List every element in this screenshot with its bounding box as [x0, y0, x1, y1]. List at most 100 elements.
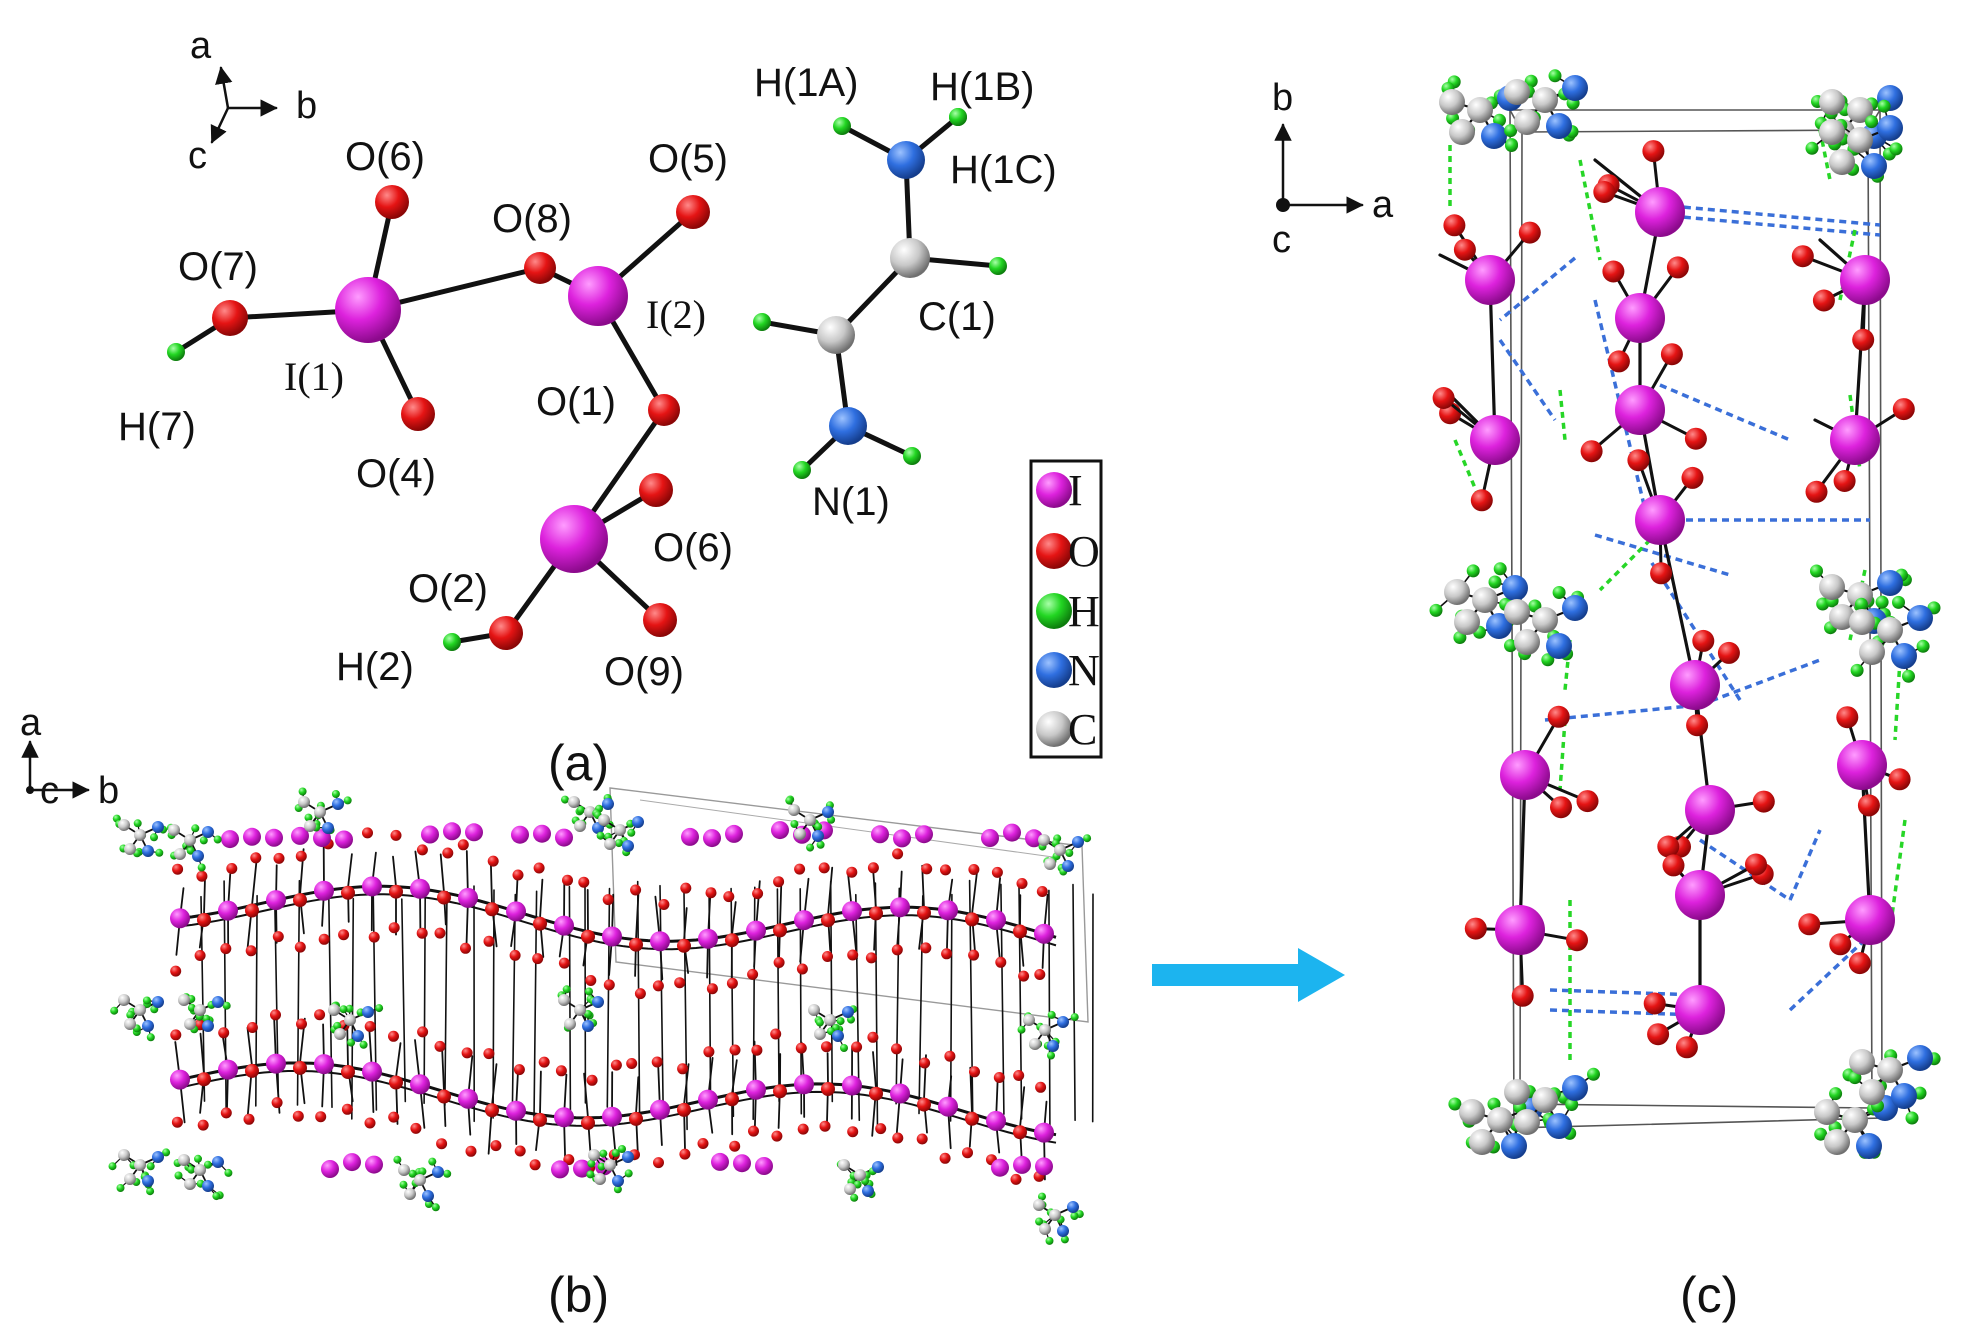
packing-atom [416, 927, 428, 939]
packing-atom [431, 1203, 440, 1212]
packing-atom [1072, 836, 1084, 848]
packing-atom [142, 845, 154, 857]
packing-atom [1877, 570, 1903, 596]
packing-atom [939, 1152, 951, 1164]
packing-atom [1486, 613, 1512, 639]
packing-atom [343, 796, 352, 805]
packing-atom [920, 942, 932, 954]
packing-atom [729, 1044, 741, 1056]
packing-atom [921, 863, 933, 875]
packing-atom [331, 790, 340, 798]
packing-atom [272, 931, 284, 943]
packing-atom [725, 824, 743, 843]
packing-atom [1488, 575, 1502, 589]
packing-atom [981, 829, 999, 847]
legend-nitrogen-label: N [1068, 646, 1100, 695]
packing-atom [1798, 913, 1821, 936]
atom-o7 [212, 300, 248, 336]
label-o9: O(9) [604, 650, 684, 694]
legend-item-iodine: I [1036, 466, 1083, 515]
packing-atom [1848, 952, 1871, 975]
packing-atom [1035, 1217, 1044, 1226]
packing-atom [611, 1149, 620, 1157]
packing-atom [622, 840, 634, 852]
packing-atom [328, 1004, 340, 1016]
packing-atom [815, 1018, 824, 1027]
packing-atom [795, 1042, 807, 1054]
packing-atom [1643, 992, 1666, 1015]
packing-atom [1017, 1025, 1026, 1034]
packing-atom [568, 796, 580, 808]
packing-atom [1449, 119, 1475, 145]
packing-atom [968, 949, 980, 961]
label-o6-low: O(6) [653, 526, 733, 570]
packing-atom [585, 987, 593, 996]
packing-atom [755, 1157, 773, 1175]
packing-atom [965, 1111, 979, 1126]
packing-atom [844, 1183, 856, 1195]
packing-atom [962, 1147, 973, 1159]
packing-atom [1518, 221, 1541, 244]
atom-o6-top [375, 185, 409, 219]
packing-atom [1532, 1087, 1558, 1113]
packing-atom [224, 1168, 233, 1177]
packing-atom [434, 927, 446, 939]
packing-atom [1670, 660, 1720, 710]
packing-atom [1907, 1045, 1933, 1071]
packing-atom [773, 876, 785, 888]
packing-atom [796, 963, 808, 975]
packing-atom [404, 1188, 416, 1200]
packing-atom [1902, 669, 1915, 683]
packing-atom [1465, 255, 1515, 305]
packing-atom [194, 1164, 206, 1176]
packing-atom [1466, 564, 1480, 578]
packing-atom [747, 968, 759, 980]
atom-h-n1a [793, 461, 811, 479]
packing-atom [851, 1041, 863, 1053]
panel-c-caption: (c) [1680, 1267, 1738, 1323]
packing-atom [587, 1159, 596, 1168]
packing-atom [770, 1028, 782, 1040]
packing-atom [840, 1044, 848, 1052]
legend-item-oxygen: O [1036, 527, 1100, 576]
packing-atom [1039, 1024, 1051, 1036]
packing-atom [871, 825, 889, 844]
packing-atom [564, 1018, 576, 1030]
panel-c-axis-b-label: b [1272, 77, 1293, 119]
packing-atom [561, 795, 569, 804]
packing-atom [362, 876, 382, 897]
packing-atom [436, 1138, 448, 1150]
packing-atom [842, 901, 862, 922]
packing-atom [869, 1086, 883, 1101]
packing-atom [334, 1028, 346, 1040]
packing-atom [1819, 574, 1845, 600]
packing-atom [890, 897, 910, 918]
packing-atom [339, 1005, 348, 1014]
packing-atom [1546, 1113, 1572, 1139]
packing-atom [1023, 1014, 1035, 1026]
packing-atom [1840, 255, 1890, 305]
packing-atom [653, 1157, 664, 1169]
packing-atom [650, 1099, 670, 1120]
packing-atom [847, 949, 859, 961]
label-h2: H(2) [336, 645, 414, 689]
packing-atom [1607, 350, 1630, 373]
packing-atom [1888, 768, 1911, 791]
packing-atom [677, 1063, 689, 1075]
packing-atom [1060, 1235, 1069, 1244]
atom-h2 [443, 633, 461, 651]
packing-atom [1432, 387, 1455, 409]
packing-atom [1907, 605, 1933, 631]
packing-atom [938, 900, 958, 921]
packing-atom [597, 1162, 606, 1171]
packing-atom [1854, 597, 1868, 611]
panel-a-asymmetric-unit: a b c [118, 25, 1103, 791]
packing-atom [1504, 124, 1518, 138]
packing-atom [1566, 929, 1588, 952]
packing-atom [1429, 603, 1443, 617]
packing-atom [298, 796, 310, 808]
packing-atom [582, 1020, 594, 1032]
packing-atom [773, 923, 787, 938]
packing-atom [292, 1110, 304, 1122]
packing-atom [1791, 245, 1814, 268]
